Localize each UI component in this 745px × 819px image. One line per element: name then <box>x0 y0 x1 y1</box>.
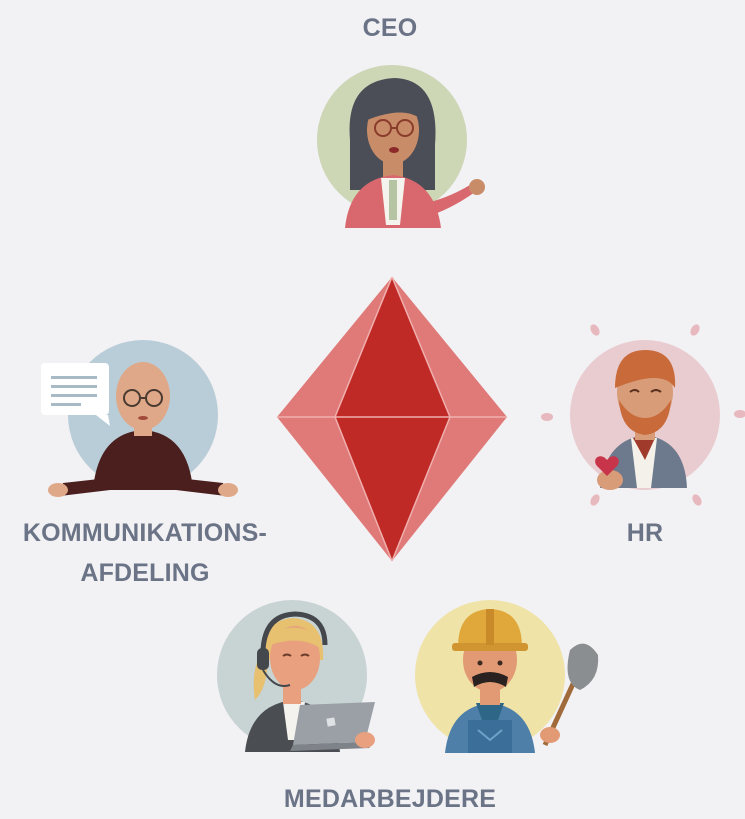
gem-diamond-icon <box>275 275 510 565</box>
ceo-label: CEO <box>362 14 418 42</box>
employee-headset-avatar-icon <box>215 590 390 760</box>
speech-bubble-icon <box>41 363 110 426</box>
laptop-icon <box>290 702 375 751</box>
employees-label: MEDARBEJDERE <box>283 785 497 813</box>
ceo-avatar-icon <box>305 60 505 235</box>
heart-icon <box>595 456 619 476</box>
worker-avatar-icon <box>410 595 610 760</box>
hr-label: HR <box>626 519 664 547</box>
communications-avatar-icon <box>38 338 238 503</box>
communications-department-label: KOMMUNIKATIONS- AFDELING <box>0 513 290 593</box>
communications-label-line2: AFDELING <box>80 559 210 587</box>
hr-avatar-icon <box>535 320 745 510</box>
communications-label-line1: KOMMUNIKATIONS- <box>22 519 268 547</box>
